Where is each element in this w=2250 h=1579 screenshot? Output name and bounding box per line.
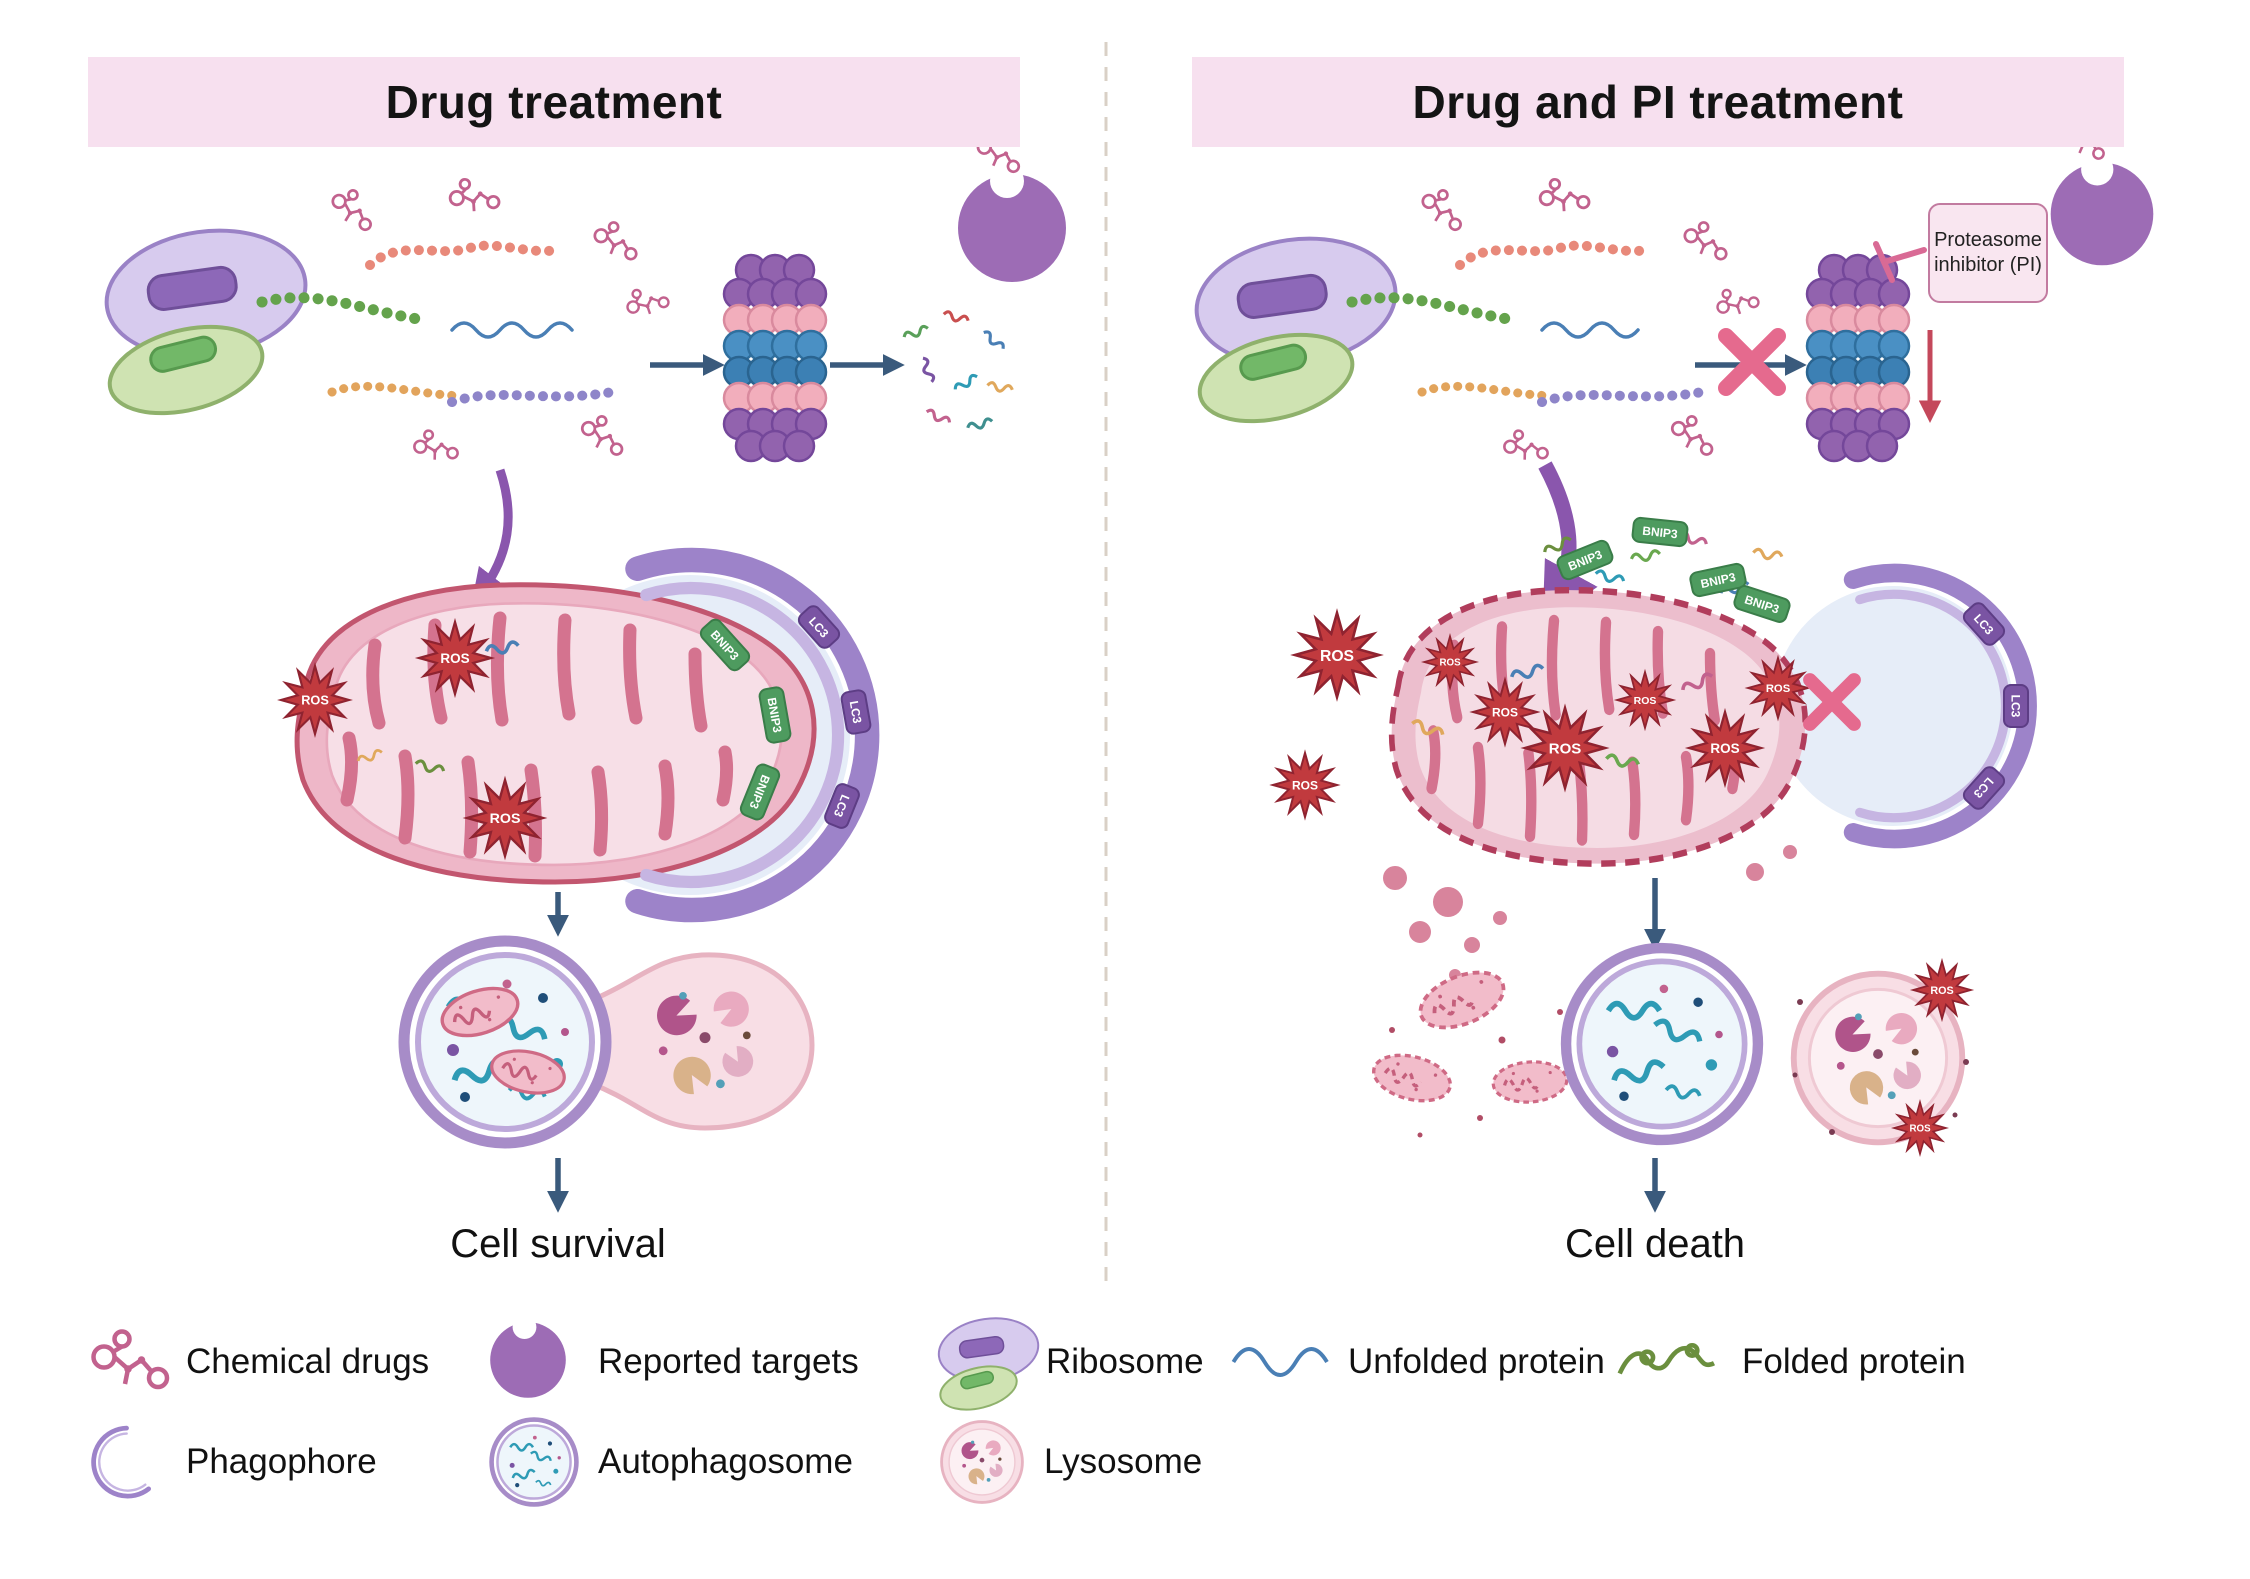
- blocked-x-icon: [1726, 336, 1778, 388]
- right-panel-title: Drug and PI treatment: [1192, 57, 2124, 147]
- legend-label-reported-targets: Reported targets: [598, 1342, 859, 1381]
- cell-death-label: Cell death: [1564, 1222, 1746, 1266]
- protein-chain-purple: [1537, 387, 1707, 407]
- proteasome: [1805, 253, 1911, 463]
- protein-chain-salmon: [1455, 240, 1651, 270]
- chemical-drug-icon: [590, 218, 643, 262]
- unfolded-protein-icon: [1231, 1347, 1329, 1377]
- mitochondrion: [297, 585, 814, 882]
- reported-target-blob: [2050, 153, 2154, 266]
- chemical-drug-icon: [1500, 424, 1550, 466]
- phagophore-icon: [84, 1427, 149, 1506]
- cell-survival-label: Cell survival: [450, 1222, 666, 1266]
- inhibitor-tee: [1873, 241, 1927, 283]
- chemical-drug-icon: [1415, 183, 1472, 233]
- protein-chain-orange: [327, 381, 467, 401]
- protein-chain-green: [1346, 292, 1521, 326]
- protein-chain-green: [256, 292, 431, 326]
- chemical-drug-icon: [444, 170, 502, 220]
- left-panel-title: Drug treatment: [88, 57, 1020, 147]
- autophagosome: [1566, 948, 1758, 1140]
- legend-label-autophagosome: Autophagosome: [598, 1442, 853, 1481]
- chemical-drug-icon: [1666, 410, 1721, 458]
- legend-label-lysosome: Lysosome: [1044, 1442, 1203, 1481]
- fragmented-mitochondria: [1367, 959, 1570, 1138]
- nascent-protein-chains: [1346, 240, 1707, 407]
- mitochondrial-leakage-blobs: [1383, 845, 1797, 981]
- chemical-drug-icon: [1534, 170, 1592, 220]
- reported-target: [958, 129, 1066, 282]
- damaged-mitochondrion: [1392, 590, 1806, 863]
- unfolded-protein-wave: [1540, 321, 1640, 339]
- bnip3-tag: [1731, 583, 1793, 625]
- legend-label-folded-protein: Folded protein: [1742, 1342, 1966, 1381]
- legend-label-unfolded-protein: Unfolded protein: [1348, 1342, 1605, 1381]
- protein-chain-purple: [447, 387, 617, 407]
- protein-chain-orange: [1417, 381, 1557, 401]
- autophagosome-icon: [492, 1420, 577, 1505]
- ros-starburst: [1293, 611, 1381, 699]
- unfolded-protein-wave: [450, 321, 574, 339]
- chemical-drugs-icon: [94, 1332, 168, 1388]
- lysosome-fused: [588, 952, 815, 1131]
- bnip3-tag: [1630, 516, 1690, 548]
- protein-chain-salmon: [365, 240, 561, 270]
- lysosome-icon: [942, 1422, 1023, 1503]
- autophagosome: [404, 941, 606, 1143]
- chemical-drug-icon: [325, 183, 382, 233]
- degraded-peptides: [901, 309, 1015, 433]
- reported-targets-icon: [490, 1315, 566, 1398]
- phagophore-lumen: [1773, 586, 2013, 826]
- ribosome: [1186, 224, 1406, 438]
- chemical-drug-icon: [1680, 218, 1733, 262]
- chemical-drug-icon: [1710, 277, 1762, 325]
- chemical-drug-icon: [410, 424, 460, 466]
- proteasome: [722, 253, 828, 463]
- reported-target-blob: [958, 164, 1066, 282]
- ribosome: [96, 216, 316, 430]
- chemical-drug-molecules: [325, 170, 672, 466]
- chemical-drug-icon: [620, 277, 672, 325]
- folded-protein-icon: [1620, 1345, 1714, 1373]
- legend-label-chemical-drugs: Chemical drugs: [186, 1342, 430, 1381]
- legend-label-ribosome: Ribosome: [1046, 1342, 1204, 1381]
- ribosome-icon: [933, 1311, 1044, 1418]
- legend-label-phagophore: Phagophore: [186, 1442, 377, 1481]
- chemical-drug-icon: [576, 410, 631, 458]
- damaged-lysosome: [1793, 960, 1972, 1155]
- proteasome-inhibitor-box: Proteasome inhibitor (PI): [1928, 203, 2048, 303]
- curved-arrow-translation-to-mitophagy: [1538, 461, 1598, 626]
- curved-arrow-translation-to-mitophagy: [471, 468, 513, 606]
- ros-starburst: [1271, 751, 1339, 819]
- chemical-drug-molecules: [1415, 170, 1762, 466]
- nascent-protein-chains: [256, 240, 617, 407]
- lc3-tag: [2003, 684, 2029, 728]
